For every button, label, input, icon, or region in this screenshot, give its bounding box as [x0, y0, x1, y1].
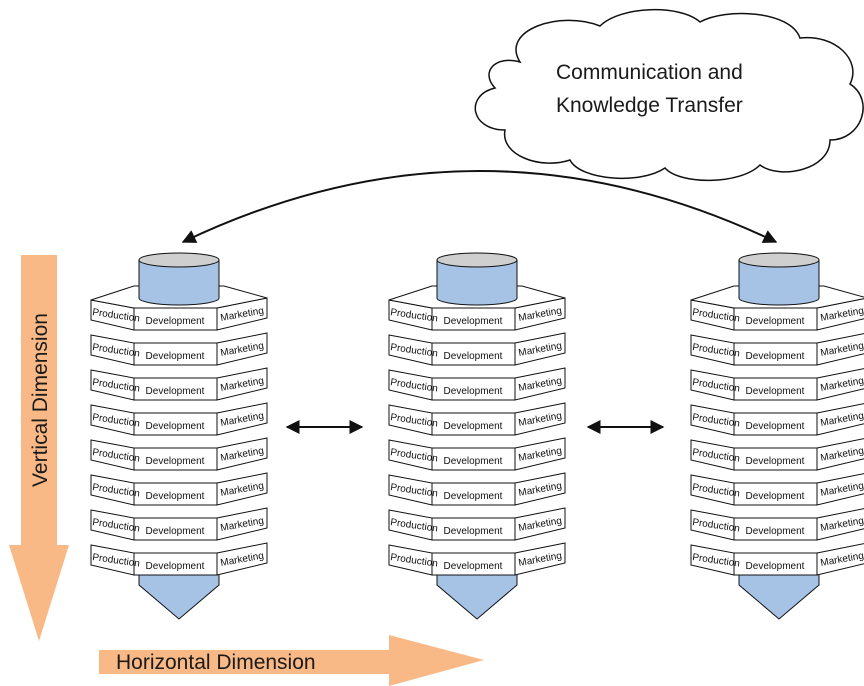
label-development: Development: [146, 526, 205, 537]
stack-top-cylinder: [436, 252, 518, 306]
face-marketing: [514, 507, 566, 541]
stack-top-cylinder: [738, 252, 820, 306]
label-development: Development: [146, 491, 205, 502]
face-marketing: [216, 472, 268, 506]
face-marketing: [216, 507, 268, 541]
cloud-shape: [474, 8, 864, 182]
vertical-dimension-label: Vertical Dimension: [29, 313, 52, 487]
vertical-dimension-arrow: [9, 255, 69, 641]
label-development: Development: [444, 316, 503, 327]
label-development: Development: [444, 561, 503, 572]
face-marketing: [816, 368, 864, 401]
face-marketing: [216, 437, 268, 471]
face-marketing: [514, 542, 566, 576]
face-marketing: [816, 473, 864, 506]
label-development: Development: [746, 561, 805, 572]
label-development: Development: [444, 351, 503, 362]
face-marketing: [514, 472, 566, 506]
label-development: Development: [444, 491, 503, 502]
label-development: Development: [746, 526, 805, 537]
label-development: Development: [146, 421, 205, 432]
face-marketing: [816, 543, 864, 576]
face-marketing: [514, 332, 566, 366]
face-marketing: [216, 402, 268, 436]
communication-arc-arrow: [181, 170, 778, 243]
label-development: Development: [746, 386, 805, 397]
horizontal-dimension-label: Horizontal Dimension: [116, 651, 316, 674]
face-marketing: [514, 367, 566, 401]
label-development: Development: [746, 421, 805, 432]
face-marketing: [816, 508, 864, 541]
face-marketing: [216, 542, 268, 576]
label-development: Development: [444, 456, 503, 467]
label-development: Development: [746, 351, 805, 362]
label-development: Development: [146, 351, 205, 362]
cloud-text-line1: Communication and: [556, 61, 743, 84]
stack-top-cylinder: [138, 252, 220, 306]
label-development: Development: [746, 456, 805, 467]
face-marketing: [514, 437, 566, 471]
label-development: Development: [146, 456, 205, 467]
label-development: Development: [146, 386, 205, 397]
label-development: Development: [444, 526, 503, 537]
face-marketing: [514, 402, 566, 436]
cloud-text-line2: Knowledge Transfer: [556, 94, 743, 117]
face-marketing: [816, 403, 864, 436]
face-marketing: [816, 438, 864, 471]
face-marketing: [216, 332, 268, 366]
label-development: Development: [444, 421, 503, 432]
label-development: Development: [146, 561, 205, 572]
label-development: Development: [146, 316, 205, 327]
face-marketing: [816, 333, 864, 366]
label-development: Development: [746, 316, 805, 327]
horizontal-dimension-arrow: [99, 635, 484, 686]
label-development: Development: [444, 386, 503, 397]
label-development: Development: [746, 491, 805, 502]
face-marketing: [216, 367, 268, 401]
